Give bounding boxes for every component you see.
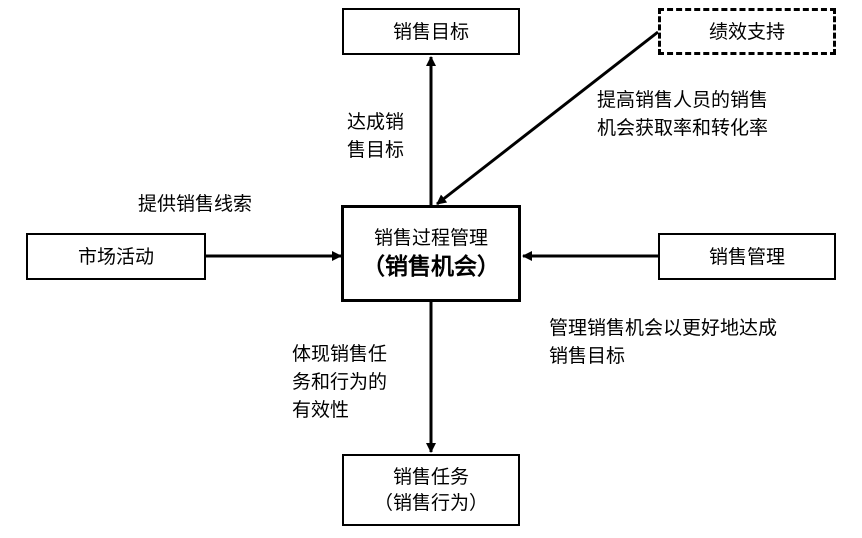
sales-task-title: 销售任务 [392, 466, 469, 488]
sales-behavior-label: （销售行为） [373, 492, 488, 514]
performance-support-box: 绩效支持 [658, 8, 836, 55]
improve-rates-note: 提高销售人员的销售 机会获取率和转化率 [597, 89, 769, 139]
sales-process-box: 销售过程管理 （销售机会） [341, 205, 521, 302]
sales-task-box: 销售任务 （销售行为） [342, 454, 520, 526]
performance-support-label: 绩效支持 [708, 20, 785, 43]
sales-opportunity-label: （销售机会） [362, 253, 500, 280]
market-activities-box: 市场活动 [26, 233, 206, 280]
provide-leads-note: 提供销售线索 [138, 193, 253, 215]
sales-target-label: 销售目标 [392, 20, 469, 43]
reflect-effectiveness-note: 体现销售任 务和行为的 有效性 [292, 343, 388, 421]
sales-management-label: 销售管理 [708, 245, 785, 268]
achieve-target-note: 达成销 售目标 [347, 111, 405, 161]
sales-process-title: 销售过程管理 [373, 226, 488, 249]
sales-target-box: 销售目标 [342, 8, 520, 55]
sales-management-box: 销售管理 [658, 233, 836, 280]
market-activities-label: 市场活动 [77, 245, 154, 268]
arrow-support-to-process [436, 30, 659, 206]
manage-opportunities-note: 管理销售机会以更好地达成 销售目标 [549, 317, 778, 367]
